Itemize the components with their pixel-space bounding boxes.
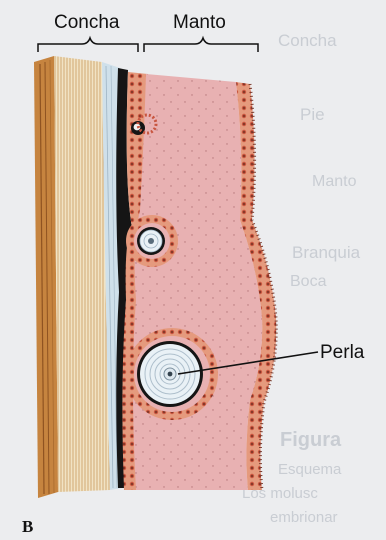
pearl-sac-large <box>126 328 218 420</box>
ghost-manto: Manto <box>312 173 357 190</box>
ghost-esquema: Esquema <box>278 461 342 478</box>
panel-letter: B <box>22 517 33 536</box>
mantle-brace <box>144 38 258 52</box>
shell-brace <box>38 38 138 52</box>
ghost-concha: Concha <box>278 31 337 50</box>
ghost-figura: Figura <box>280 429 342 451</box>
shell-prismatic-layer <box>54 56 110 492</box>
ghost-pie: Pie <box>300 105 325 124</box>
shell-label: Concha <box>54 12 120 33</box>
pearl-label: Perla <box>320 342 365 363</box>
ghost-branquia: Branquia <box>292 243 361 262</box>
shell-section <box>34 56 132 498</box>
mantle-label: Manto <box>173 12 226 33</box>
pearl-sac-medium <box>126 215 178 267</box>
ghost-boca: Boca <box>290 273 327 290</box>
mantle-section <box>122 72 276 490</box>
ghost-line3: embrionar <box>270 509 338 526</box>
